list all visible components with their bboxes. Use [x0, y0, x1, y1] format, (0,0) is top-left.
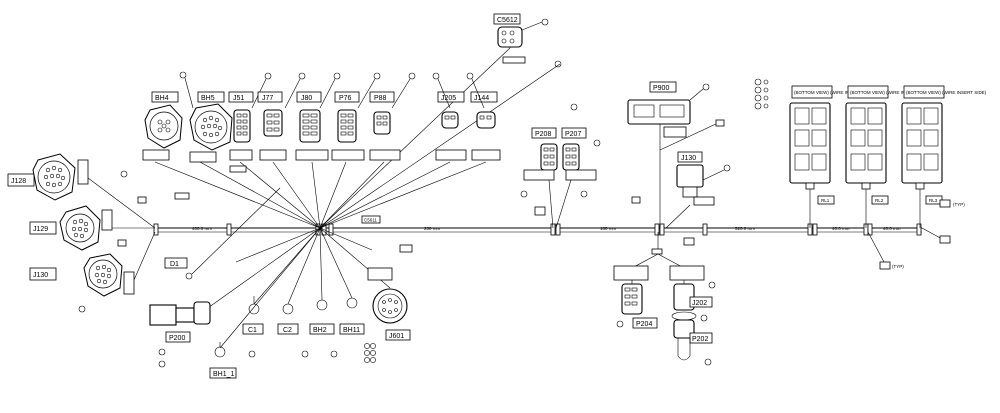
c5611-label: C5611	[361, 215, 381, 224]
connector-p88: P88	[369, 72, 416, 161]
main-trunk	[153, 223, 922, 236]
dimension-label: 520.0 mm	[735, 226, 755, 231]
relay-module-3: (BOTTOM VIEW) (WIRE INSERT SIDE) RL3 (TY…	[901, 85, 987, 244]
svg-text:J129: J129	[33, 226, 48, 233]
connector-p208: P208	[520, 127, 558, 229]
connector-bh4: BH4	[142, 91, 183, 161]
connector-d1: D1	[164, 165, 281, 280]
svg-text:P900: P900	[653, 85, 669, 92]
svg-text:J601: J601	[389, 333, 404, 340]
svg-text:RL2: RL2	[875, 198, 884, 203]
connector-j144: J144	[466, 72, 501, 161]
svg-text:BH5: BH5	[201, 95, 215, 102]
svg-text:J80: J80	[301, 95, 312, 102]
svg-text:(BOTTOM VIEW) (WIRE INSERT SID: (BOTTOM VIEW) (WIRE INSERT SIDE)	[850, 90, 931, 95]
svg-text:J202: J202	[692, 300, 707, 307]
connector-p207: P207	[555, 103, 601, 229]
connector-p200: P200	[149, 301, 211, 368]
ring-terminal-c1: C1	[242, 296, 264, 358]
svg-text:BH11: BH11	[343, 327, 360, 334]
svg-text:C2: C2	[283, 327, 292, 334]
relay-legend	[754, 78, 769, 110]
svg-text:BH4: BH4	[155, 95, 169, 102]
svg-text:J144: J144	[474, 95, 489, 102]
svg-text:(BOTTOM VIEW) (WIRE INSERT SID: (BOTTOM VIEW) (WIRE INSERT SIDE)	[794, 90, 875, 95]
svg-text:RL1: RL1	[821, 198, 830, 203]
ring-terminal-c2: C2	[277, 303, 299, 335]
svg-text:C1: C1	[248, 327, 257, 334]
ring-terminal-bh1-1: BH1_1	[209, 342, 237, 379]
ring-terminal-bh11: BH11	[330, 297, 365, 358]
svg-text:BH1_1: BH1_1	[213, 371, 235, 378]
svg-text:J51: J51	[233, 95, 244, 102]
connector-j601: J601	[364, 244, 413, 363]
svg-text:P200: P200	[169, 335, 185, 342]
dimension-label: 40.0 mm	[832, 226, 850, 231]
typ-note: (TYP)	[867, 231, 904, 270]
connector-c5612: C5612	[493, 13, 562, 68]
svg-text:J205: J205	[441, 95, 456, 102]
svg-text:BH2: BH2	[313, 327, 327, 334]
dimension-label: 40.0 mm	[883, 226, 901, 231]
ring-terminal-bh2: BH2	[301, 299, 335, 358]
svg-text:P204: P204	[636, 321, 652, 328]
svg-text:(TYP): (TYP)	[892, 264, 904, 269]
svg-text:P202: P202	[692, 336, 708, 343]
connector-j80: J80	[295, 72, 341, 161]
connector-p900: P900	[627, 81, 725, 228]
svg-text:(BOTTOM VIEW) (WIRE INSERT SID: (BOTTOM VIEW) (WIRE INSERT SIDE)	[906, 90, 987, 95]
svg-text:P207: P207	[565, 131, 581, 138]
svg-text:RL3: RL3	[929, 198, 938, 203]
svg-text:J130: J130	[681, 155, 696, 162]
svg-text:P88: P88	[374, 95, 387, 102]
dimension-label: 180 mm	[600, 226, 617, 231]
relay-module-1: (BOTTOM VIEW) (WIRE INSERT SIDE) RL1	[789, 85, 875, 228]
svg-text:P208: P208	[535, 131, 551, 138]
fanout-wires	[154, 40, 561, 349]
dimension-labels: 400.0 mm 230 mm 180 mm 520.0 mm 40.0 mm …	[192, 226, 901, 231]
connector-j130-right: J130	[631, 151, 731, 229]
connector-bh5: BH5	[179, 71, 233, 163]
connector-j128: J128	[7, 153, 156, 229]
dimension-label: 230 mm	[424, 226, 441, 231]
svg-text:C5611: C5611	[364, 218, 377, 223]
connector-p76: P76	[331, 72, 381, 161]
svg-text:J128: J128	[11, 178, 26, 185]
svg-text:(TYP): (TYP)	[953, 202, 965, 207]
svg-text:P76: P76	[339, 95, 352, 102]
connector-j77: J77	[257, 72, 306, 161]
connector-j130: J130	[29, 231, 156, 313]
lower-right-branch: P204 J202 P202	[613, 232, 716, 366]
connector-j129: J129	[29, 196, 155, 251]
svg-text:J77: J77	[262, 95, 273, 102]
dimension-label: 400.0 mm	[192, 226, 212, 231]
relay-module-2: (BOTTOM VIEW) (WIRE INSERT SIDE) RL2	[845, 85, 931, 228]
svg-text:D1: D1	[170, 261, 179, 268]
svg-text:C5612: C5612	[497, 17, 518, 24]
svg-text:J130: J130	[33, 272, 48, 279]
connector-j205: J205	[432, 72, 467, 161]
